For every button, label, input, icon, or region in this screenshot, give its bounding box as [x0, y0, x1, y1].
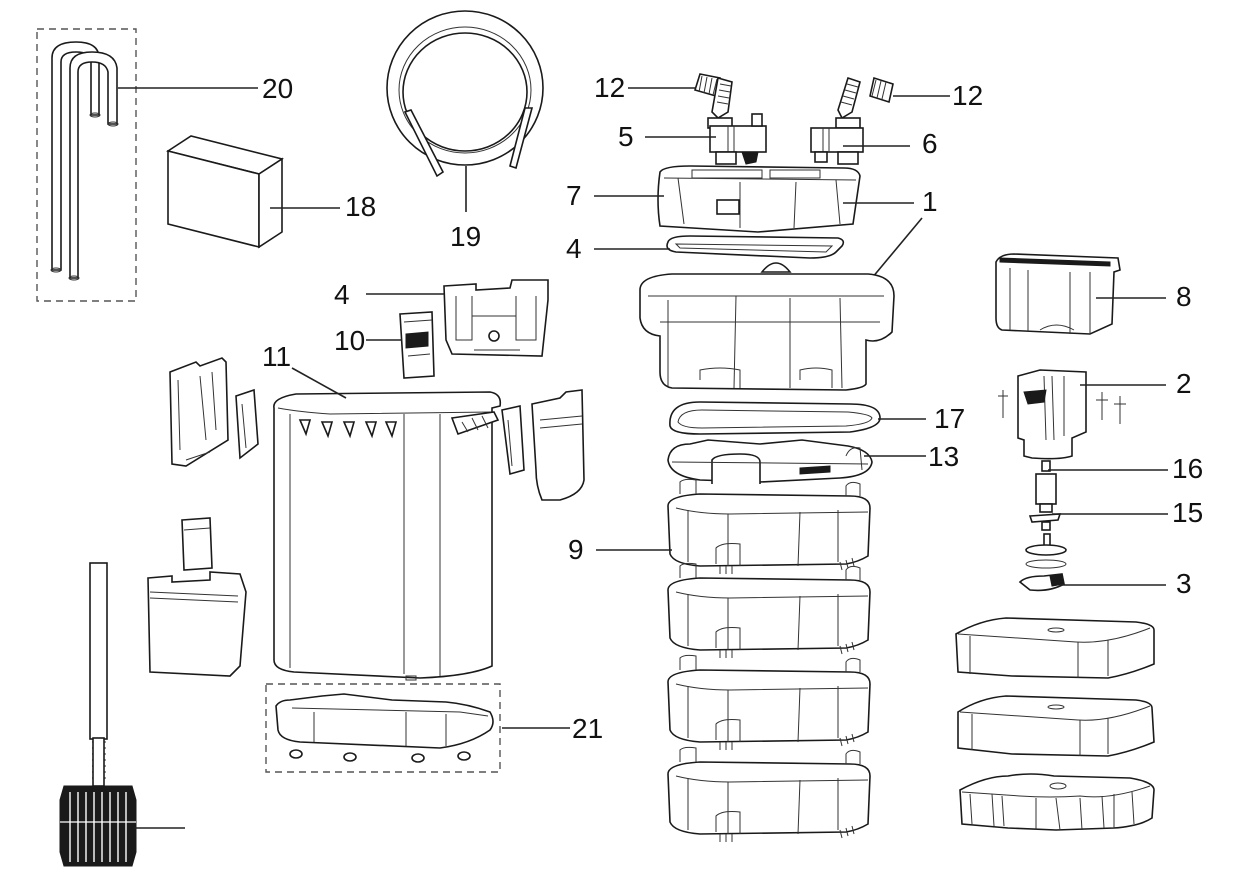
part-side-clip-left-small	[235, 388, 259, 460]
part-intake-strainer	[59, 562, 137, 867]
callout-10: 4	[334, 279, 350, 310]
callout-2: 2	[1176, 368, 1192, 399]
part-tray-lid	[667, 439, 873, 484]
callout-7: 7	[566, 180, 582, 211]
part-hose-nut-right	[869, 76, 894, 104]
part-impeller-seals	[1025, 533, 1067, 569]
part-side-clip-right-large	[531, 389, 585, 501]
callout-16: 16	[1172, 453, 1203, 484]
callout-12-right: 12	[952, 80, 983, 111]
part-clip-assembly	[443, 279, 549, 357]
part-pipes	[36, 28, 137, 302]
callout-6: 6	[922, 128, 938, 159]
part-side-clip-left-large	[169, 357, 229, 467]
part-valve-right	[810, 76, 864, 165]
part-media-basket-2	[667, 562, 871, 658]
part-filter-pad-3	[959, 773, 1155, 831]
callout-8: 8	[1176, 281, 1192, 312]
callout-20: 20	[262, 73, 293, 104]
part-hose	[386, 10, 544, 178]
part-impeller	[1028, 473, 1062, 531]
part-side-cover	[147, 571, 247, 677]
part-impeller-cover	[1018, 573, 1065, 592]
part-seal-lower	[669, 401, 881, 435]
callout-9: 9	[568, 534, 584, 565]
part-filter-pad-1	[955, 617, 1155, 679]
callout-13: 13	[928, 441, 959, 472]
callout-12-left: 12	[594, 72, 625, 103]
part-latch	[181, 517, 213, 571]
part-filter-pad-2	[957, 695, 1155, 757]
callout-17: 11	[262, 341, 291, 372]
part-base	[265, 683, 501, 773]
part-side-clip-right-small	[501, 405, 525, 476]
part-media-basket-4	[667, 746, 871, 842]
callout-14: 21	[572, 713, 603, 744]
part-filter-head	[639, 262, 895, 391]
part-impeller-shaft	[1041, 460, 1051, 472]
part-media-basket-1	[667, 478, 871, 574]
callout-1: 1	[922, 186, 938, 217]
part-sponge-block	[166, 135, 284, 249]
part-motor-housing	[998, 369, 1126, 460]
callout-4-upper: 4	[566, 233, 582, 264]
leader-17	[291, 367, 347, 399]
callout-11: 10	[334, 325, 365, 356]
callout-5: 5	[618, 121, 634, 152]
callout-3: 3	[1176, 568, 1192, 599]
part-seal-upper	[666, 235, 845, 259]
part-canister-body	[273, 391, 502, 681]
callout-19: 19	[450, 221, 481, 252]
part-clip	[399, 311, 435, 379]
part-valve-left	[707, 76, 767, 165]
callout-18: 18	[345, 191, 376, 222]
part-top-cover	[657, 165, 861, 233]
callout-4-lower: 17	[934, 403, 965, 434]
part-media-basket-3	[667, 654, 871, 750]
callout-15: 15	[1172, 497, 1203, 528]
part-pump-cover	[995, 253, 1121, 335]
